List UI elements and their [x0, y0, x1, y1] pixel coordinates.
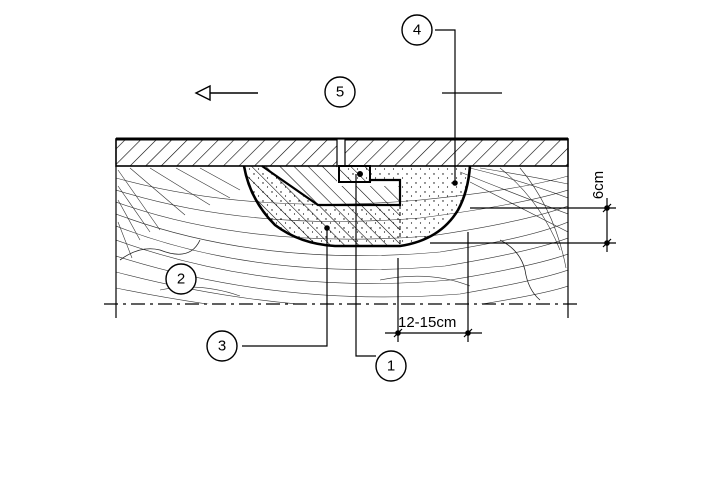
- callout-4-number: 4: [413, 22, 421, 39]
- repair-pocket: [242, 165, 472, 248]
- callout-5-number: 5: [336, 84, 344, 101]
- top-slab: [115, 137, 569, 167]
- width-dimension: [385, 232, 482, 342]
- callout-4: 4: [401, 14, 433, 46]
- timber-base: [116, 167, 568, 304]
- callout-3-number: 3: [218, 338, 226, 355]
- width-dimension-label: 12-15cm: [398, 314, 456, 331]
- callout-3: 3: [206, 330, 238, 362]
- timber-outline: [104, 166, 582, 318]
- callout-1: 1: [375, 350, 407, 382]
- depth-dimension: [430, 198, 616, 252]
- anchor-insert: [338, 165, 371, 183]
- leader-lines: [242, 29, 458, 357]
- callout-5: 5: [324, 76, 356, 108]
- callout-2-number: 2: [177, 271, 185, 288]
- direction-arrow: [194, 84, 502, 102]
- callout-2: 2: [165, 263, 197, 295]
- depth-dimension-label: 6cm: [590, 171, 607, 199]
- callout-1-number: 1: [387, 358, 395, 375]
